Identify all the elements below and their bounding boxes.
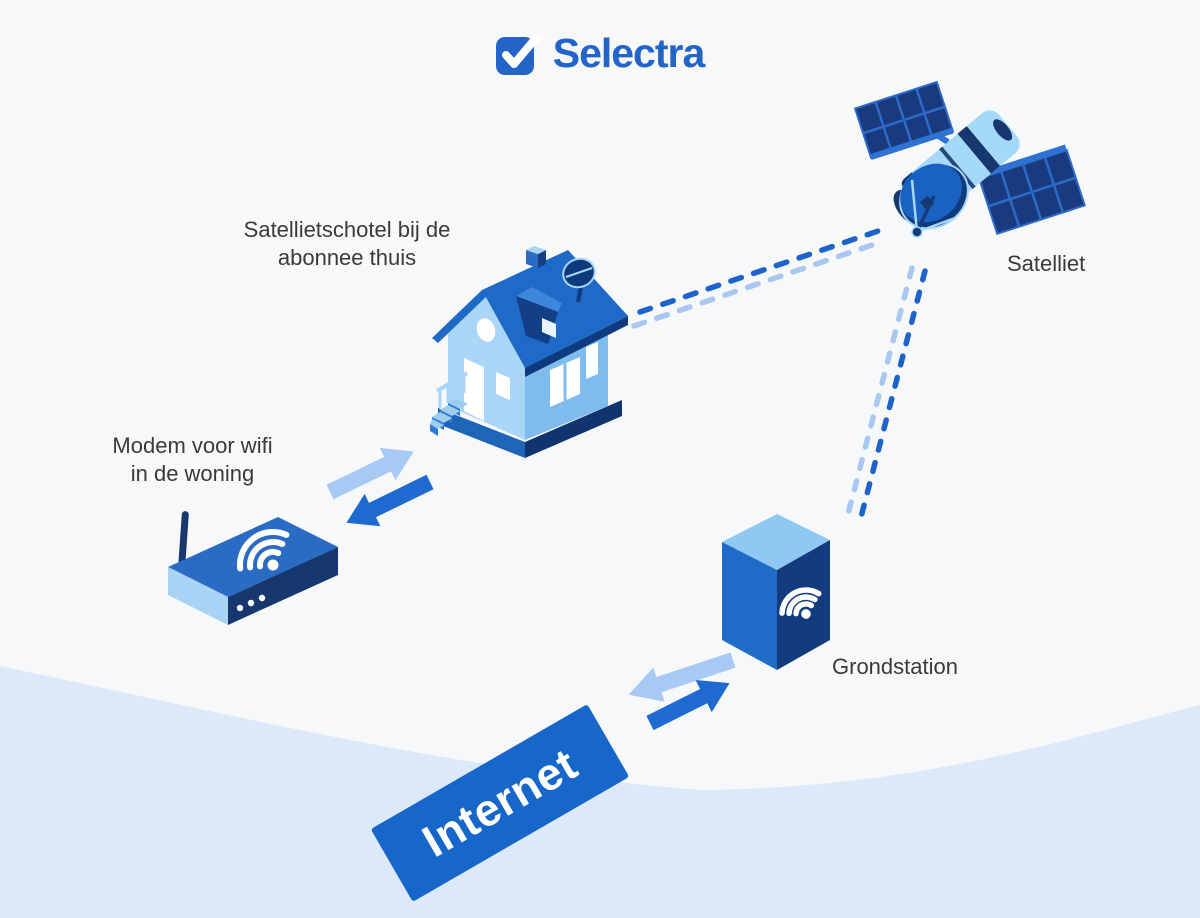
selectra-logo: Selectra — [0, 30, 1200, 77]
house-label: Satellietschotel bij de abonnee thuis — [243, 217, 451, 270]
solar-panel — [853, 80, 955, 160]
arrow-down-icon — [628, 652, 736, 702]
modem-label: Modem voor wifi in de woning — [112, 433, 273, 486]
wifi-icon — [236, 528, 290, 572]
logo-text: Selectra — [552, 30, 706, 76]
arrows-modem-house — [326, 447, 434, 527]
arrows-internet-station — [628, 652, 736, 731]
check-icon — [495, 33, 540, 75]
ground-station-label: Grondstation — [832, 654, 958, 679]
wifi-icon — [779, 587, 822, 619]
arrow-down-icon — [346, 474, 434, 527]
antenna — [178, 511, 189, 569]
beam-house-satellite — [631, 226, 887, 329]
beam-satellite-station — [845, 265, 928, 520]
stairs — [430, 371, 469, 436]
satellite-illustration — [853, 80, 1086, 238]
house-illustration — [430, 246, 628, 458]
ground-station-illustration — [722, 514, 830, 670]
arrow-up-icon — [326, 447, 414, 500]
satellite-dish-icon — [562, 257, 596, 303]
arrow-up-icon — [646, 680, 730, 731]
modem-illustration — [168, 511, 338, 625]
solar-panel — [977, 144, 1086, 236]
satellite-label: Satelliet — [1007, 251, 1086, 276]
dish-antenna — [899, 162, 969, 238]
